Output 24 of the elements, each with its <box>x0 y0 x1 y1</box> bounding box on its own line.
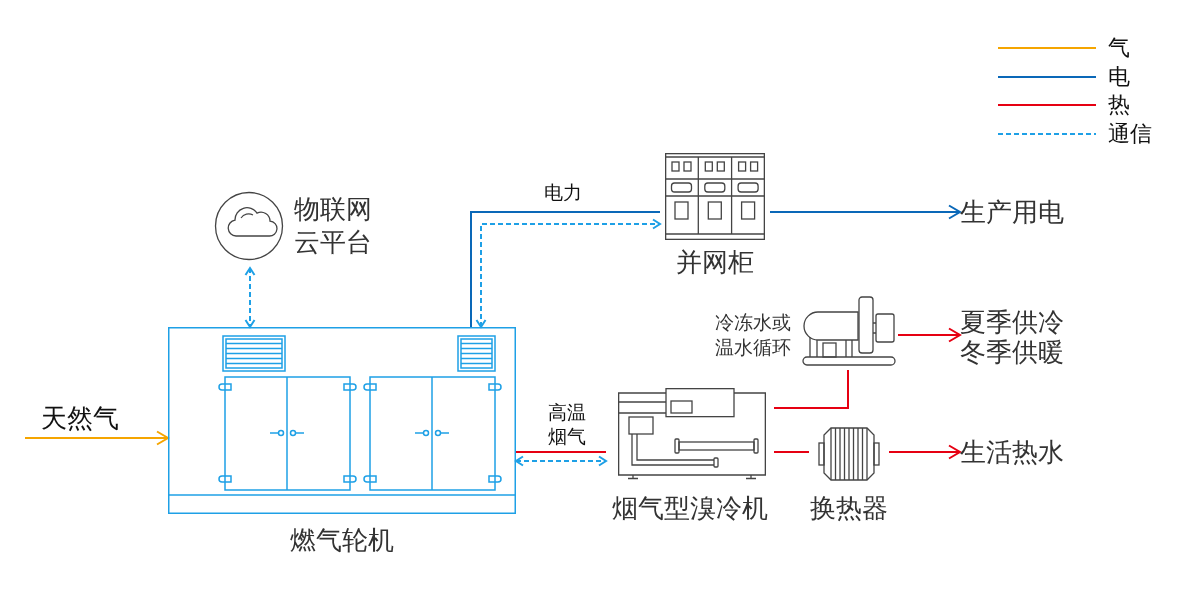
arrow <box>897 327 961 343</box>
dashed-double-arrow <box>244 267 256 328</box>
node-label: 烟气型溴冷机 <box>611 492 769 524</box>
arrow <box>888 444 961 460</box>
node-label: 生产用电 <box>960 196 1065 228</box>
node-label: 燃气轮机 <box>289 524 395 556</box>
legend-label: 通信 <box>1108 120 1152 148</box>
node-label: 生活热水 <box>960 436 1065 468</box>
edge-label: 电力 <box>543 180 583 204</box>
legend-label: 热 <box>1108 91 1130 119</box>
connector-line <box>773 451 810 453</box>
node-label: 并网柜 <box>675 246 755 278</box>
dashed-double-arrow <box>515 455 607 467</box>
connector-line <box>515 451 607 453</box>
legend-label: 电 <box>1108 63 1130 91</box>
connector-line <box>773 369 849 409</box>
arrow <box>24 430 169 446</box>
node-label: 换热器 <box>809 492 889 524</box>
node-label: 物联网云平台 <box>294 193 373 259</box>
node-label: 冷冻水或温水循环 <box>714 310 792 360</box>
arrow <box>769 204 961 220</box>
node-label: 夏季供冷冬季供暖 <box>960 307 1065 367</box>
edge-label: 高温烟气 <box>547 400 587 448</box>
legend-label: 气 <box>1108 34 1130 62</box>
